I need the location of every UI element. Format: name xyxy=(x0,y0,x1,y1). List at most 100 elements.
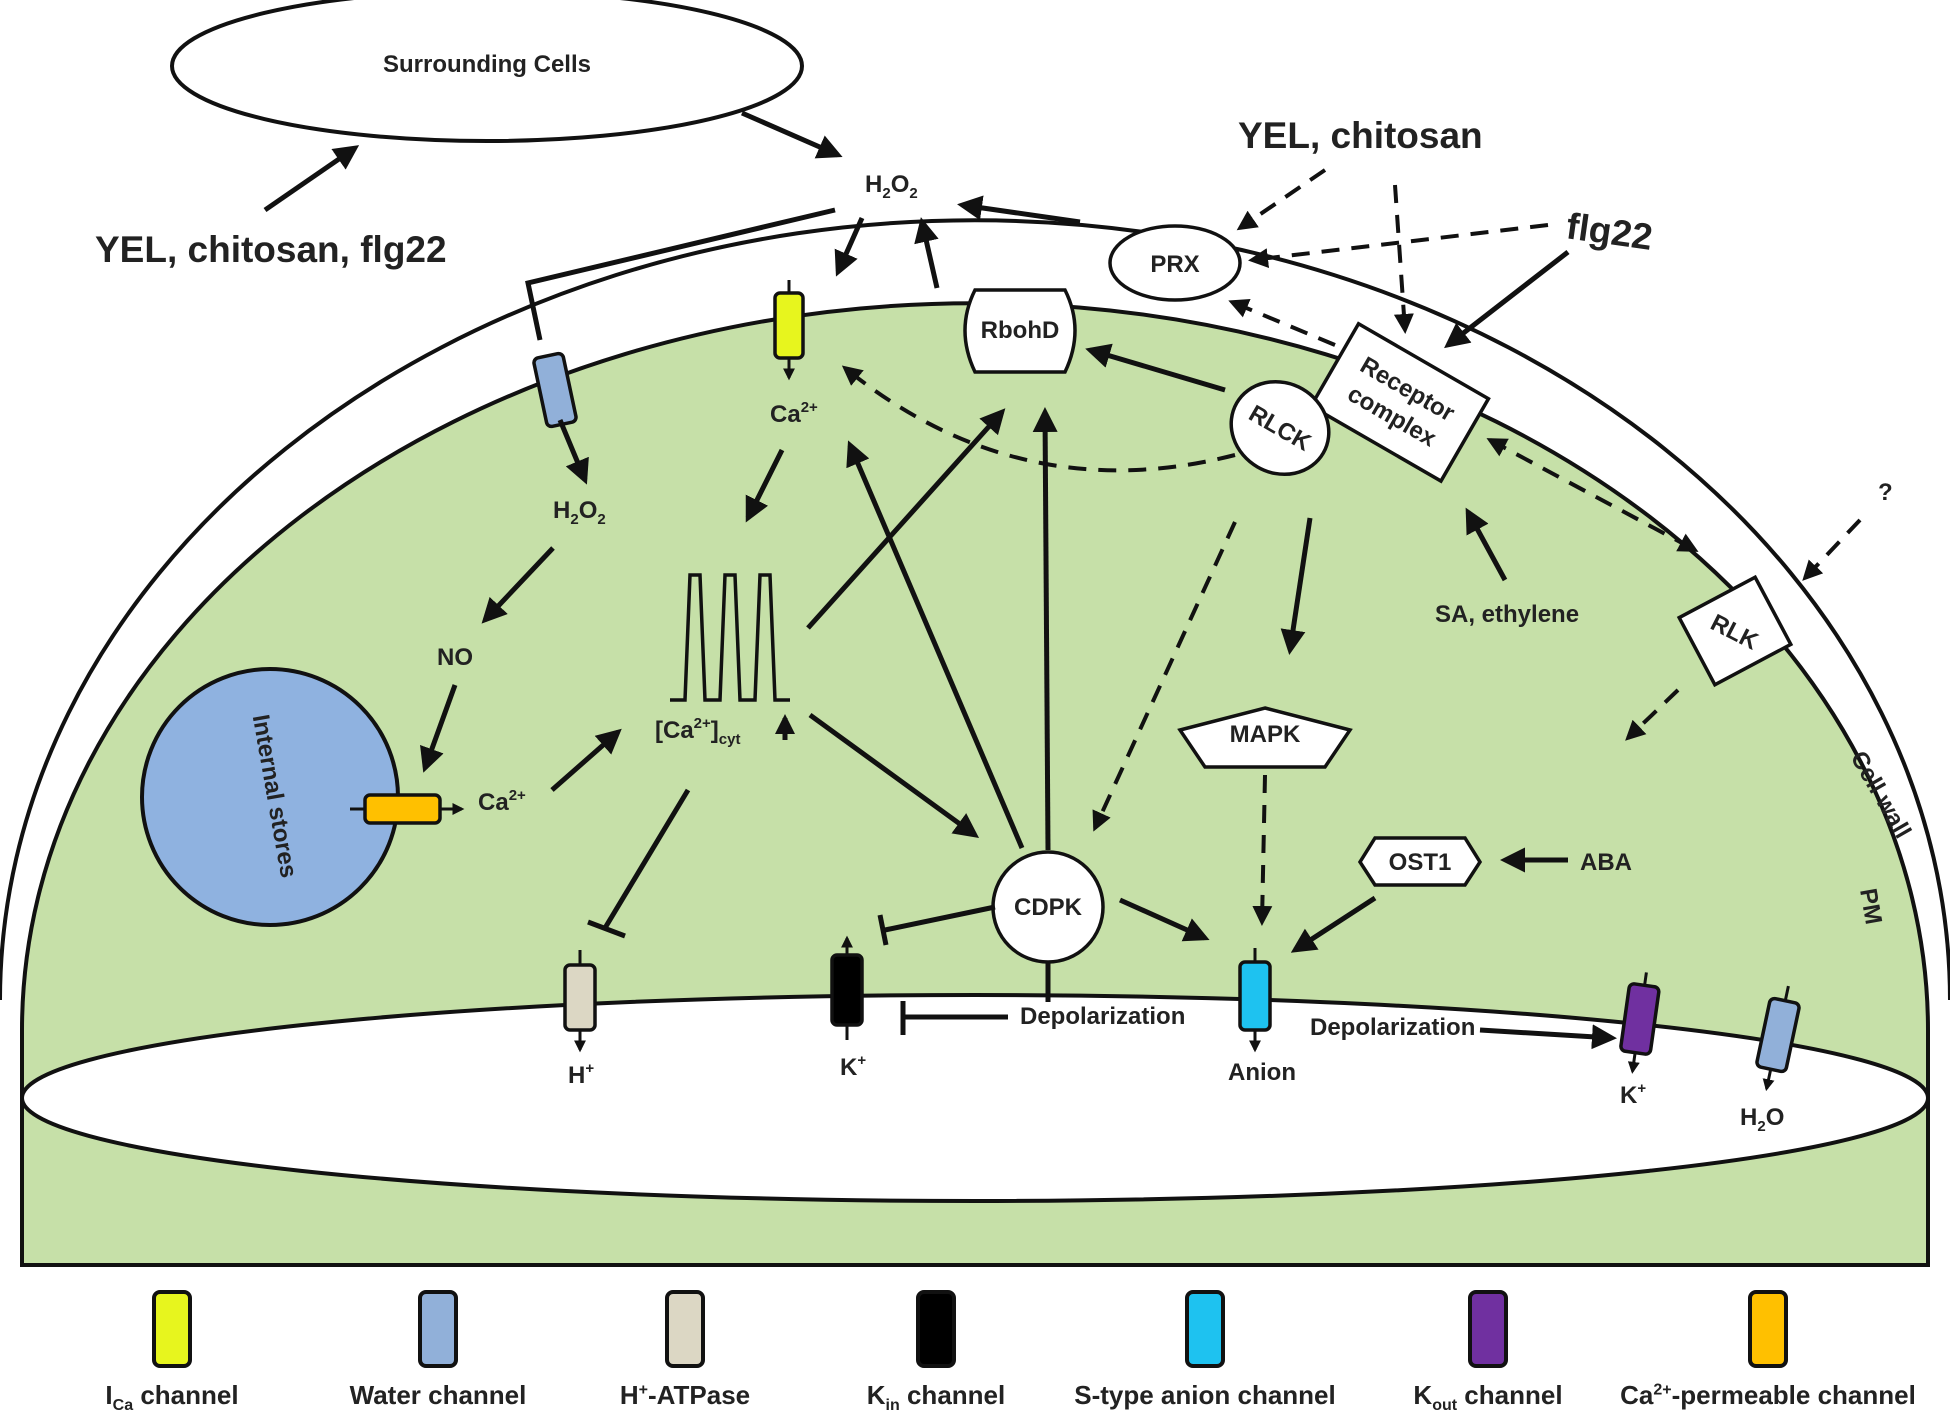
no-label: NO xyxy=(437,644,473,671)
inhibit-cyt-hatpase xyxy=(602,788,691,930)
pathway-dashed-arrows xyxy=(841,168,1862,926)
legend-label-kout: Kout channel xyxy=(1413,1380,1563,1415)
legend-label-anion: S-type anion channel xyxy=(1074,1380,1336,1410)
anion-label: Anion xyxy=(1228,1059,1296,1086)
arrow-cdpk-rbohd xyxy=(1032,407,1058,851)
rbohd-label: RbohD xyxy=(981,317,1060,344)
aba-label: ABA xyxy=(1580,849,1632,876)
h-atpase-channel xyxy=(563,950,597,1053)
ost1-node xyxy=(1357,836,1483,887)
ca-oscillation-trace xyxy=(670,573,790,702)
h2o2-apoplast-label: H2O2 xyxy=(865,171,918,202)
rlck-node xyxy=(1229,379,1331,477)
legend-item-ca-perm: Ca2+-permeable channel xyxy=(1598,1290,1938,1411)
arrow-stimuli-to-surrounding xyxy=(263,145,360,213)
arrow-ost1-anion xyxy=(1290,895,1377,953)
arrow-flg22-receptor xyxy=(1444,250,1570,349)
arrow-rlck-rbohd xyxy=(1085,343,1226,393)
ca-cyt-concentration-label: [Ca2+]cyt xyxy=(655,715,740,748)
h-plus-label: H+ xyxy=(568,1060,594,1089)
legend-swatch-hatpase xyxy=(665,1290,705,1368)
legend-label-hatpase: H+-ATPase xyxy=(619,1380,751,1410)
legend-label-kin: Kin channel xyxy=(866,1380,1006,1415)
arrow-rlck-mapk xyxy=(1280,517,1313,655)
dash-yel-receptor xyxy=(1393,184,1414,334)
h2o-label: H2O xyxy=(1740,1104,1784,1135)
cell-cross-section xyxy=(20,993,1930,1203)
dash-flg22-prx xyxy=(1248,223,1549,269)
arrow-surrounding-to-h2o2 xyxy=(740,110,843,159)
ost1-label: OST1 xyxy=(1389,849,1452,876)
arrow-cdpk-anion xyxy=(1118,897,1210,942)
inhibit-bar-hatpase xyxy=(587,919,626,939)
flg22-label: flg22 xyxy=(1564,205,1655,258)
mapk-node xyxy=(1177,706,1353,769)
h2o2-cytosol-label: H2O2 xyxy=(553,497,606,528)
legend-swatch-ca-perm xyxy=(1748,1290,1788,1368)
depolarization-right-label: Depolarization xyxy=(1310,1014,1475,1041)
legend-swatch-anion xyxy=(1185,1290,1225,1368)
legend-swatch-kin xyxy=(916,1290,956,1368)
ca-cyt-label: Ca2+ xyxy=(770,399,818,428)
arrow-ca-store-cyt xyxy=(550,728,622,792)
sa-ethylene-label: SA, ethylene xyxy=(1435,601,1579,628)
legend-item-water: Water channel xyxy=(308,1290,568,1411)
dash-mapk-anion xyxy=(1252,774,1273,926)
arrow-h2o2-no xyxy=(481,546,555,624)
water-channel-lower xyxy=(1755,985,1801,1092)
prx-node xyxy=(1108,224,1242,302)
dash-rlk-down xyxy=(1625,688,1680,741)
k-plus-in-label: K+ xyxy=(840,1052,866,1081)
arrow-depol-kout xyxy=(1479,1024,1617,1050)
surrounding-cells-label: Surrounding Cells xyxy=(383,51,591,78)
surrounding-cells-ellipse xyxy=(170,0,804,143)
inhibit-cdpk-kin xyxy=(884,904,996,933)
arrow-ca-oscillation xyxy=(745,448,785,523)
legend-swatch-kout xyxy=(1468,1290,1508,1368)
ica-channel xyxy=(773,280,805,381)
kin-channel xyxy=(830,935,864,1040)
rbohd-node xyxy=(963,288,1077,374)
legend-swatch-ica xyxy=(152,1290,192,1368)
arrow-cyt-cdpk xyxy=(808,712,980,838)
yel-chitosan-label: YEL, chitosan xyxy=(1238,115,1483,156)
k-plus-out-label: K+ xyxy=(1620,1080,1646,1109)
rlk-node: RLK xyxy=(1676,574,1794,688)
arrow-rbohd-h2o2 xyxy=(914,217,940,289)
inhibit-bar-kin xyxy=(877,914,889,946)
anion-channel xyxy=(1238,948,1272,1053)
arrow-cdpk-ca xyxy=(846,440,1025,849)
cell xyxy=(0,218,1950,1272)
legend-label-water: Water channel xyxy=(349,1380,527,1410)
legend-item-hatpase: H+-ATPase xyxy=(555,1290,815,1411)
legend-item-ica: ICa channel xyxy=(42,1290,302,1415)
arrow-osc-rbohd xyxy=(806,408,1006,630)
arrow-h2o2-ica xyxy=(834,216,865,277)
dash-question-wall xyxy=(1802,518,1862,581)
yel-chitosan-flg22-label: YEL, chitosan, flg22 xyxy=(95,229,447,270)
arrow-prx-h2o2 xyxy=(957,195,1081,225)
legend-item-kout: Kout channel xyxy=(1358,1290,1618,1415)
depolarization-left-label: Depolarization xyxy=(1020,1003,1185,1030)
legend-swatch-water xyxy=(418,1290,458,1368)
legend-item-kin: Kin channel xyxy=(806,1290,1066,1415)
legend-label-ca-perm: Ca2+-permeable channel xyxy=(1620,1380,1916,1410)
dash-receptor-prx xyxy=(1228,298,1336,347)
pm-label: PM xyxy=(1854,886,1887,926)
legend-item-anion: S-type anion channel xyxy=(1045,1290,1365,1411)
cdpk-label: CDPK xyxy=(1014,894,1083,921)
question-label: ? xyxy=(1878,479,1893,506)
prx-label: PRX xyxy=(1150,251,1199,278)
arrow-h2o2-water-channel xyxy=(525,207,836,341)
dash-receptor-rlk xyxy=(1486,438,1699,552)
arrow-water-channel-h2o2 xyxy=(557,419,589,485)
arrow-no-stores xyxy=(420,684,458,773)
ca-store-label: Ca2+ xyxy=(478,787,526,816)
dash-rlck-cdpk xyxy=(1092,521,1237,832)
kout-channel xyxy=(1619,972,1661,1074)
legend-label-ica: ICa channel xyxy=(105,1380,239,1415)
mapk-label: MAPK xyxy=(1230,721,1301,748)
dash-yel-prx xyxy=(1236,168,1327,231)
ca-permeable-channel xyxy=(350,793,465,825)
